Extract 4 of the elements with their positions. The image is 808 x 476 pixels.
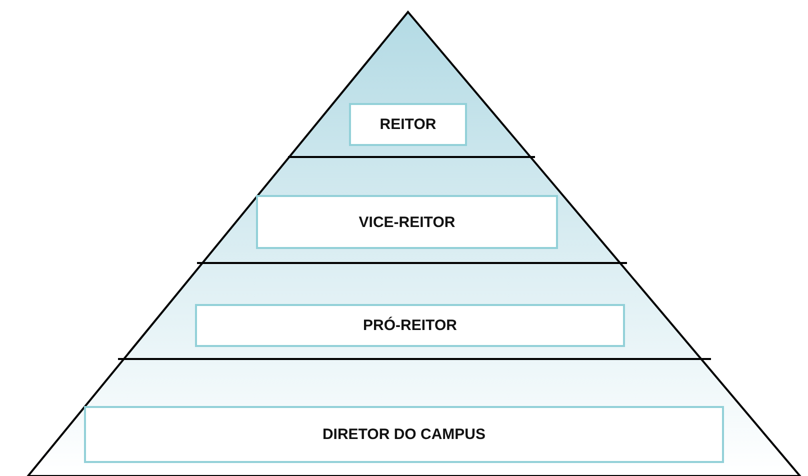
level-box: REITOR [349, 103, 467, 146]
level-box: VICE-REITOR [256, 195, 558, 249]
level-box: DIRETOR DO CAMPUS [84, 406, 724, 463]
level-box: PRÓ-REITOR [195, 304, 625, 347]
